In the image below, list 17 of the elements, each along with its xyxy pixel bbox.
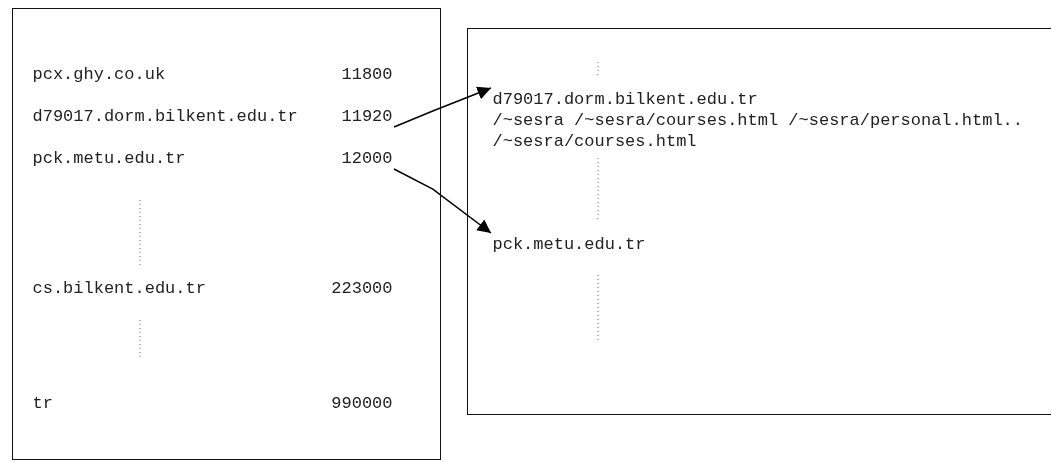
host-name: tr — [32, 394, 53, 413]
host-name: d79017.dorm.bilkent.edu.tr — [32, 107, 298, 126]
table-panel — [467, 28, 1051, 415]
arrow — [393, 86, 492, 128]
count-value: 11920 — [341, 107, 393, 126]
host-name: pcx.ghy.co.uk — [32, 65, 166, 84]
url-path-list: /~sesra /~sesra/courses.html /~sesra/personal.html.. /~sesra/courses.html — [492, 109, 1049, 152]
count-value: 223000 — [331, 279, 393, 298]
count-value: 12000 — [341, 149, 393, 168]
host-name: d79017.dorm.bilkent.edu.tr — [492, 88, 759, 110]
host-name: cs.bilkent.edu.tr — [32, 279, 206, 298]
arrow — [393, 168, 492, 234]
host-name: pck.metu.edu.tr — [32, 149, 186, 168]
count-value: 11800 — [341, 65, 393, 84]
count-value: 990000 — [331, 394, 393, 413]
host-name: pck.metu.edu.tr — [492, 233, 647, 255]
table-panel — [12, 8, 441, 460]
